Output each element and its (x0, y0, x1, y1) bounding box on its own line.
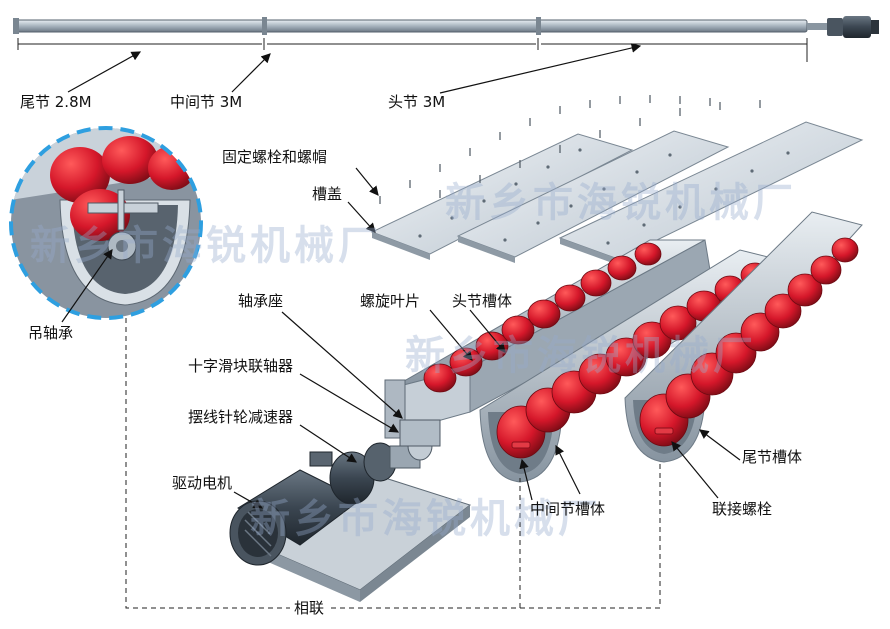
label-hanger-bearing: 吊轴承 (28, 324, 74, 342)
label-tail-trough: 尾节槽体 (742, 448, 803, 466)
label-head-section: 头节 3M (388, 93, 446, 111)
reducer-and-coupling (329, 419, 441, 505)
label-tail-section: 尾节 2.8M (20, 93, 92, 111)
tail-flights (639, 237, 859, 447)
cover-bolt-holes (418, 148, 790, 245)
overview-joint-2 (536, 17, 541, 35)
label-cross-slider-coupling: 十字滑块联轴器 (188, 357, 294, 375)
label-middle-section: 中间节 3M (170, 93, 243, 111)
label-connecting-bolt: 联接螺栓 (712, 500, 773, 518)
loose-bolts (379, 95, 761, 204)
label-drive-motor: 驱动电机 (172, 474, 233, 492)
label-spiral-blade: 螺旋叶片 (360, 292, 421, 310)
overview-trough-bar (14, 19, 808, 33)
section-leaders (67, 43, 642, 94)
label-head-trough: 头节槽体 (452, 292, 513, 310)
overview-drive-unit (807, 16, 879, 38)
hanger-bearing-inset (9, 126, 203, 320)
trough-covers (370, 121, 864, 265)
overview-end-cap (13, 18, 19, 34)
label-bearing-seat: 轴承座 (238, 292, 284, 310)
label-cycloidal-reducer: 摆线针轮减速器 (188, 408, 294, 426)
overview-conveyor (13, 16, 879, 62)
label-related: 相联 (290, 599, 329, 617)
label-trough-cover: 槽盖 (312, 185, 343, 203)
shaft-ends (511, 427, 674, 449)
label-middle-trough: 中间节槽体 (530, 500, 606, 518)
label-bolts-nuts: 固定螺栓和螺帽 (222, 148, 328, 166)
cover-panel-3 (558, 121, 864, 260)
overview-joint-1 (262, 17, 267, 35)
part-leaders (61, 167, 741, 509)
dimension-lines (17, 38, 808, 62)
head-flights (423, 242, 662, 393)
